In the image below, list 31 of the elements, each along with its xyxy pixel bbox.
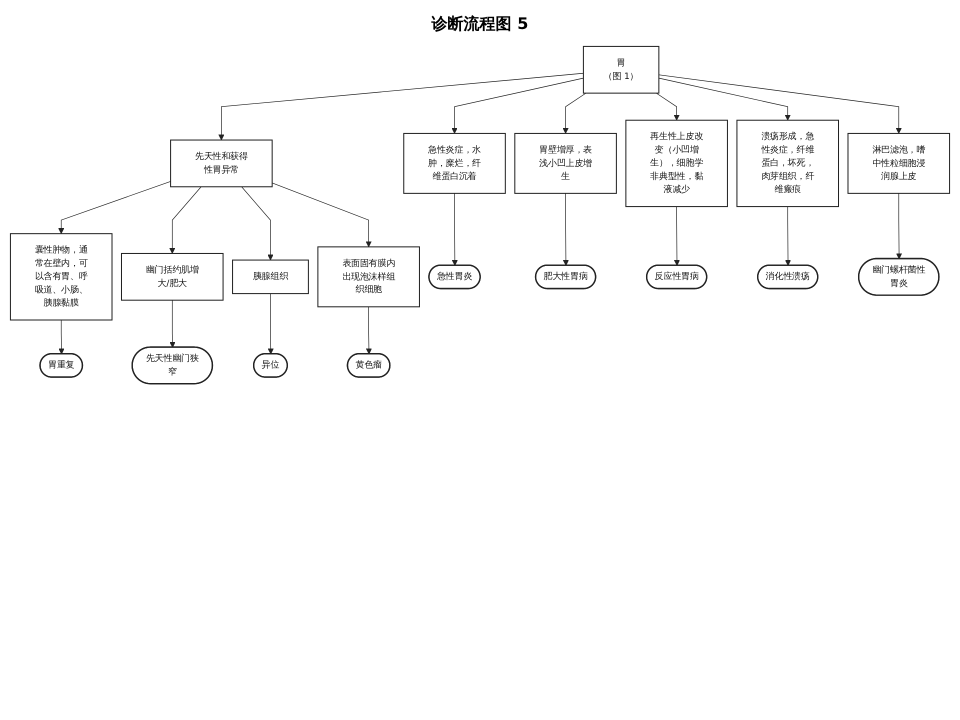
node-box: 溃疡形成，急性炎症，纤维蛋白，坏死，肉芽组织，纤维瘢痕 (736, 120, 840, 208)
arrow (366, 306, 372, 354)
arrow (658, 78, 791, 120)
arrow (452, 193, 458, 266)
arrow (562, 193, 569, 266)
arrow (674, 206, 680, 266)
node-box: 幽门括约肌增大/肥大 (120, 252, 224, 301)
arrow (785, 206, 791, 266)
node-box: 囊性肿物，通常在壁内，可以含有胃、呼吸道、小肠、胰腺黏膜 (10, 233, 113, 321)
arrow (562, 92, 586, 134)
node-box: 胃壁增厚，表浅小凹上皮增生 (514, 132, 617, 194)
arrow (268, 293, 274, 354)
arrow (241, 186, 274, 260)
node-box: 再生性上皮改变（小凹增生），细胞学非典型性，黏液减少 (625, 120, 728, 208)
arrow (272, 182, 372, 248)
arrow (58, 181, 171, 234)
arrow (896, 193, 902, 260)
arrow (658, 74, 902, 134)
node-box: 胃 （图 1） (582, 46, 660, 94)
node-box: 急性炎症，水肿，糜烂，纤维蛋白沉着 (403, 132, 506, 194)
node-box: 表面固有膜内出现泡沫样组织细胞 (317, 246, 420, 308)
arrow (170, 300, 176, 348)
arrow (218, 72, 584, 140)
arrow (58, 320, 64, 354)
node-box: 先天性和获得性胃异常 (170, 140, 273, 188)
diagram-title: 诊断流程图 5 (430, 14, 530, 35)
node-box: 胰腺组织 (232, 260, 309, 294)
arrow (452, 78, 584, 134)
node-box: 淋巴滤泡，嗜中性粒细胞浸润腺上皮 (847, 132, 950, 194)
arrow (656, 92, 680, 120)
arrow (169, 186, 202, 254)
